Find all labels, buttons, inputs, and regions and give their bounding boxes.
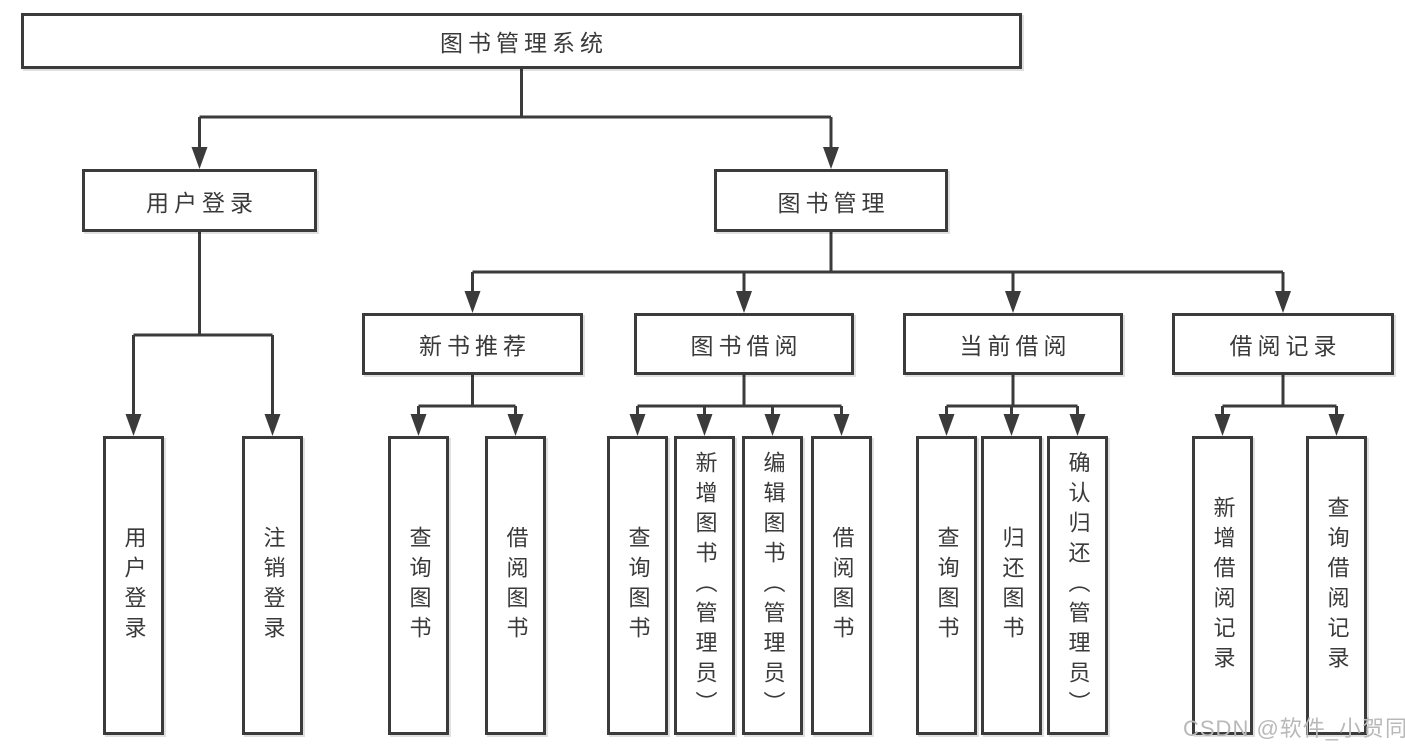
node-label: 新增借阅记录: [1210, 495, 1236, 676]
node-user-login-leaf: 用户登录: [103, 436, 164, 735]
node-label: 注销登录: [260, 525, 286, 646]
node-borrow-books: 借阅图书: [811, 436, 872, 735]
node-library-management-system: 图书管理系统: [21, 13, 1022, 69]
node-user-login: 用户登录: [82, 169, 317, 232]
node-return-books: 归还图书: [981, 436, 1042, 735]
node-label: 借阅图书: [829, 525, 855, 646]
node-add-books-admin: 新增图书（管理员）: [674, 436, 735, 735]
node-label: 用户登录: [121, 525, 147, 646]
node-label: 新增图书（管理员）: [692, 450, 718, 721]
node-new-book-recommend: 新书推荐: [362, 313, 583, 375]
node-current-borrowing: 当前借阅: [903, 313, 1123, 375]
node-label: 查询借阅记录: [1324, 495, 1350, 676]
node-book-management: 图书管理: [714, 169, 948, 232]
node-book-borrowing: 图书借阅: [634, 313, 854, 375]
node-query-borrow-record: 查询借阅记录: [1306, 436, 1367, 735]
node-label: 查询图书: [625, 525, 651, 646]
node-query-books-recommend: 查询图书: [388, 436, 449, 735]
node-label: 查询图书: [934, 525, 960, 646]
node-edit-books-admin: 编辑图书（管理员）: [742, 436, 803, 735]
node-label: 查询图书: [406, 525, 432, 646]
node-label: 归还图书: [999, 525, 1025, 646]
node-query-books-current: 查询图书: [916, 436, 977, 735]
node-label: 编辑图书（管理员）: [760, 450, 786, 721]
node-borrow-books-recommend: 借阅图书: [485, 436, 546, 735]
node-logout-login: 注销登录: [242, 436, 303, 735]
node-label: 借阅图书: [503, 525, 529, 646]
node-borrowing-records: 借阅记录: [1172, 313, 1394, 375]
node-query-books-borrowing: 查询图书: [607, 436, 668, 735]
csdn-watermark: CSDN @软件_小贺同学: [1183, 716, 1405, 741]
node-confirm-return-admin: 确认归还（管理员）: [1047, 436, 1108, 735]
node-add-borrow-record: 新增借阅记录: [1192, 436, 1253, 735]
node-label: 确认归还（管理员）: [1065, 450, 1091, 721]
